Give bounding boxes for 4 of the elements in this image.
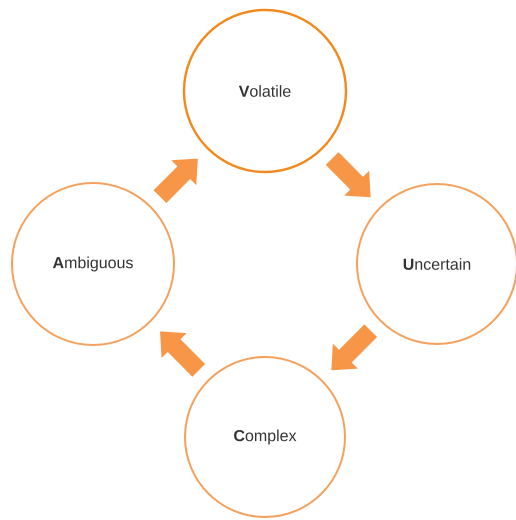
block-arrow: [154, 158, 198, 203]
circle-node: Ambiguous: [11, 182, 175, 346]
circle-node: Complex: [184, 356, 346, 518]
circle-node: Volatile: [182, 8, 348, 174]
